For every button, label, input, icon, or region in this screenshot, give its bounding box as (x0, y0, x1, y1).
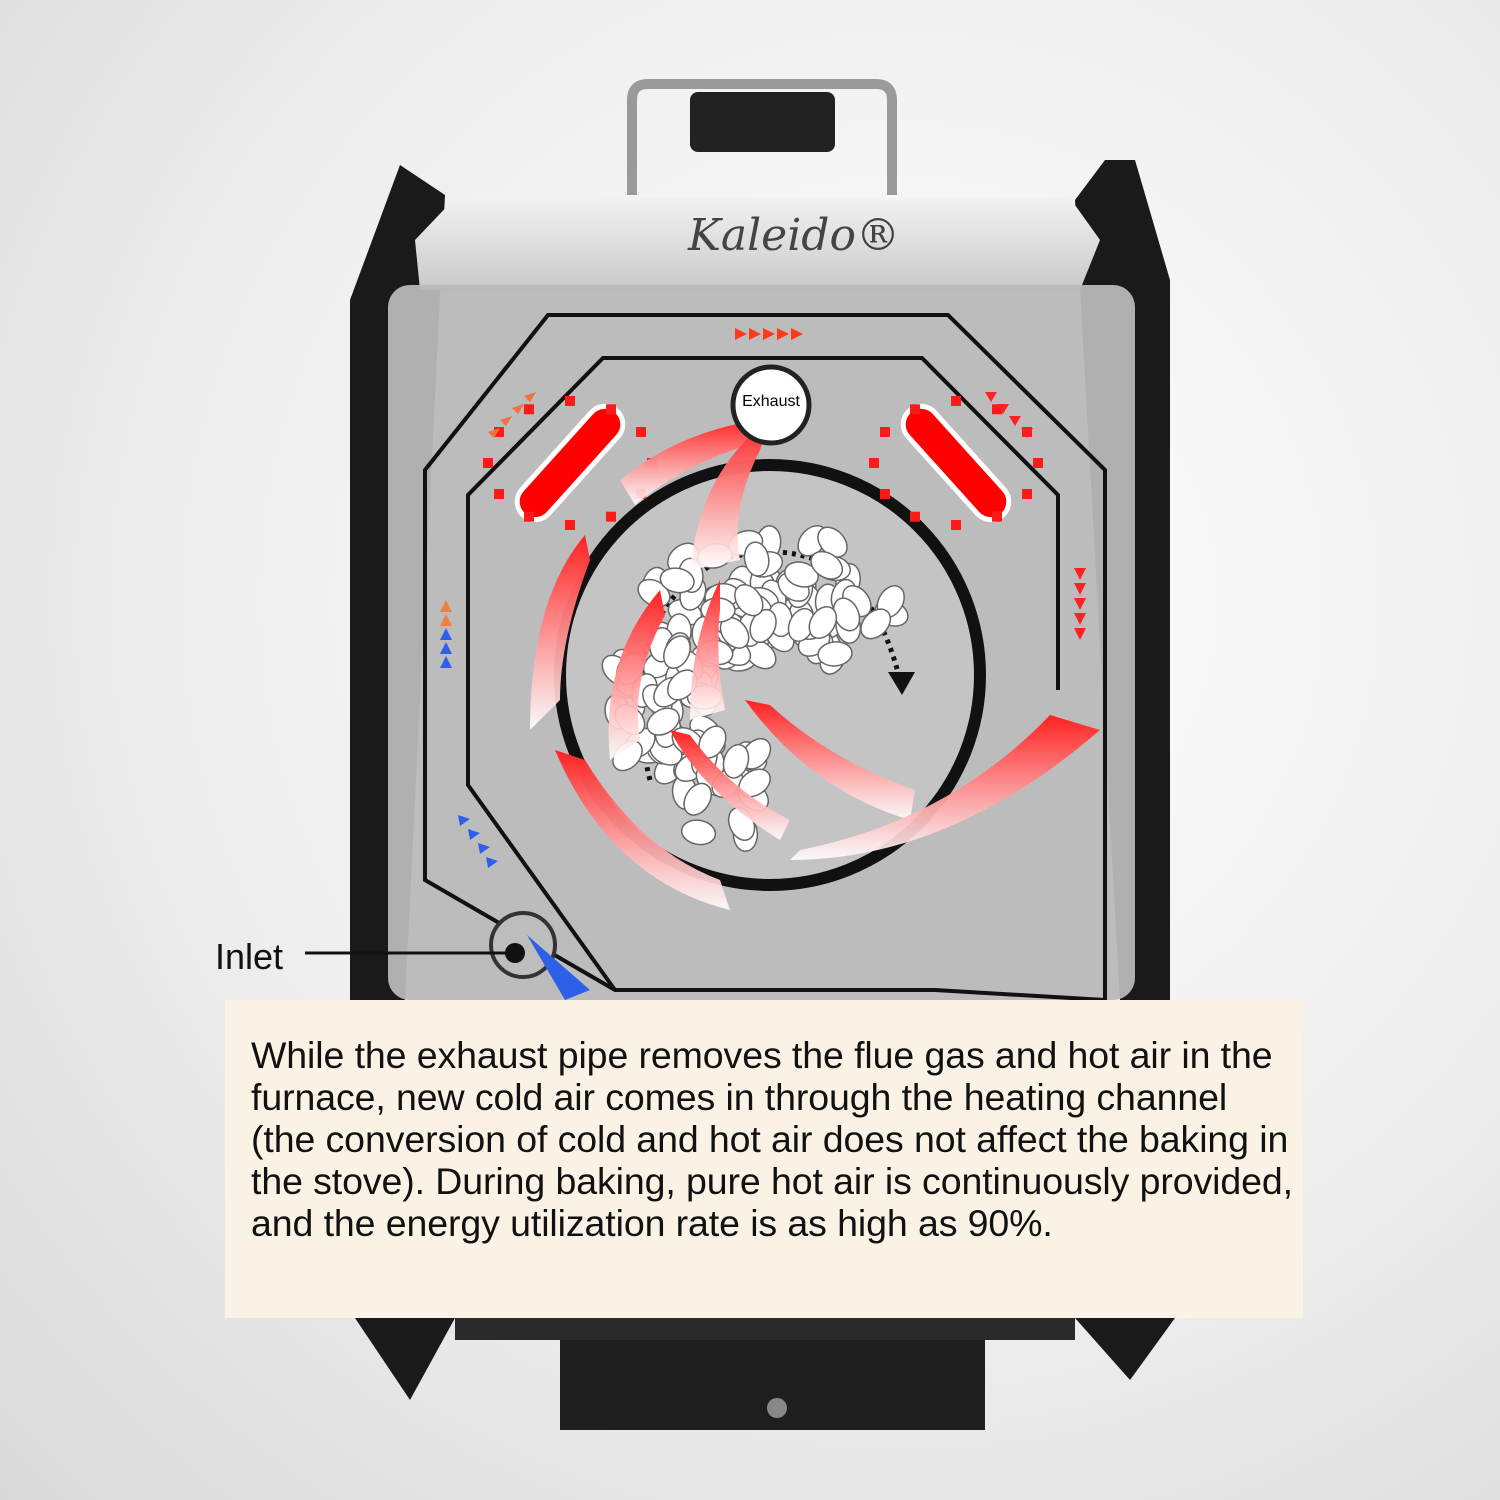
caption-box: While the exhaust pipe removes the flue … (225, 1000, 1303, 1318)
heat-mark (992, 404, 1002, 415)
heat-mark (910, 404, 920, 415)
coffee-bean (646, 707, 680, 736)
coffee-bean (860, 608, 892, 640)
heat-mark (606, 511, 616, 522)
heat-mark (869, 458, 879, 468)
heater-left (514, 403, 626, 523)
coffee-bean (734, 584, 764, 617)
coffee-bean (817, 641, 853, 667)
heat-mark (483, 458, 493, 468)
heat-mark (636, 427, 647, 437)
coffee-bean (683, 782, 712, 816)
coffee-bean (680, 819, 717, 846)
heat-mark (879, 427, 890, 437)
cold-air-arrow-icon (527, 935, 590, 1000)
outer-channel (423, 313, 1107, 1003)
caption-text: While the exhaust pipe removes the flue … (251, 1034, 1293, 1244)
heat-mark (493, 427, 504, 437)
heat-mark (879, 489, 890, 499)
heat-mark (992, 511, 1002, 522)
heat-mark (606, 404, 616, 415)
coffee-bean (808, 606, 838, 640)
heat-mark (493, 489, 504, 499)
heat-mark (565, 396, 575, 406)
coffee-bean (810, 550, 844, 580)
heat-mark (910, 511, 920, 522)
heater-right (900, 403, 1012, 523)
exhaust-label: Exhaust (742, 393, 800, 410)
handle (627, 79, 897, 195)
heat-mark (1033, 458, 1043, 468)
heat-mark (951, 396, 961, 406)
inner-channel (466, 356, 1060, 992)
heat-mark (951, 520, 961, 530)
coffee-bean (659, 567, 695, 594)
coffee-bean (722, 743, 750, 779)
inlet-label: Inlet (215, 936, 284, 977)
airflow-chevrons (440, 328, 1086, 868)
coffee-bean (743, 541, 770, 577)
hot-air-arrows (530, 418, 1100, 910)
heat-mark (524, 511, 534, 522)
heat-mark (1022, 489, 1033, 499)
coffee-bean (784, 561, 819, 588)
coffee-bean (663, 635, 691, 669)
coffee-bean (749, 608, 777, 643)
heat-mark (524, 404, 534, 415)
heat-mark (565, 520, 575, 530)
exhaust-port (730, 364, 812, 446)
coffee-bean (817, 526, 848, 558)
brand-logo: Kaleido® (688, 210, 900, 261)
inlet-port (305, 911, 590, 1000)
